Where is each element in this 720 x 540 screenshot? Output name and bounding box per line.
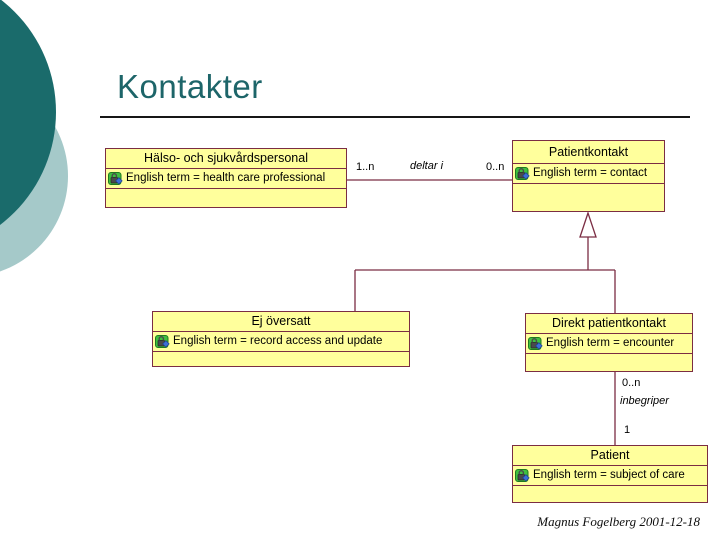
association-name-label: inbegriper <box>620 395 669 407</box>
class-empty-compartment <box>153 352 409 366</box>
locked-attribute-icon <box>528 337 543 350</box>
class-patient: Patient English term = subject of care <box>512 445 708 503</box>
class-empty-compartment <box>106 189 346 207</box>
class-attribute: English term = record access and update <box>173 335 383 347</box>
class-halso-och-sjukvardspersonal: Hälso- och sjukvårdspersonal English ter… <box>105 148 347 208</box>
footer-credit: Magnus Fogelberg 2001-12-18 <box>537 514 700 529</box>
class-attribute: English term = encounter <box>546 337 675 349</box>
class-attribute: English term = subject of care <box>533 469 685 481</box>
title-divider <box>100 116 690 118</box>
multiplicity-label: 0..n <box>486 161 505 173</box>
multiplicity-label: 1 <box>624 424 631 436</box>
locked-attribute-icon <box>108 172 123 185</box>
multiplicity-label: 1..n <box>356 161 375 173</box>
locked-attribute-icon <box>515 167 530 180</box>
class-empty-compartment <box>513 486 707 502</box>
multiplicity-label: 0..n <box>622 377 641 389</box>
locked-attribute-icon <box>155 335 170 348</box>
class-ej-oversatt: Ej översatt English term = record access… <box>152 311 410 367</box>
locked-attribute-icon <box>515 469 530 482</box>
class-name: Direkt patientkontakt <box>526 314 692 334</box>
class-attribute: English term = contact <box>533 167 648 179</box>
class-name: Patient <box>513 446 707 466</box>
page-title: Kontakter <box>117 68 263 105</box>
class-name: Ej översatt <box>153 312 409 332</box>
class-empty-compartment <box>526 354 692 371</box>
generalization-triangle-icon <box>579 210 597 238</box>
class-name: Patientkontakt <box>513 141 664 164</box>
class-attribute: English term = health care professional <box>126 172 326 184</box>
class-name: Hälso- och sjukvårdspersonal <box>106 149 346 169</box>
association-name-label: deltar i <box>410 160 444 172</box>
class-empty-compartment <box>513 184 664 211</box>
class-patientkontakt: Patientkontakt English term = contact <box>512 140 665 212</box>
class-direkt-patientkontakt: Direkt patientkontakt English term = enc… <box>525 313 693 372</box>
